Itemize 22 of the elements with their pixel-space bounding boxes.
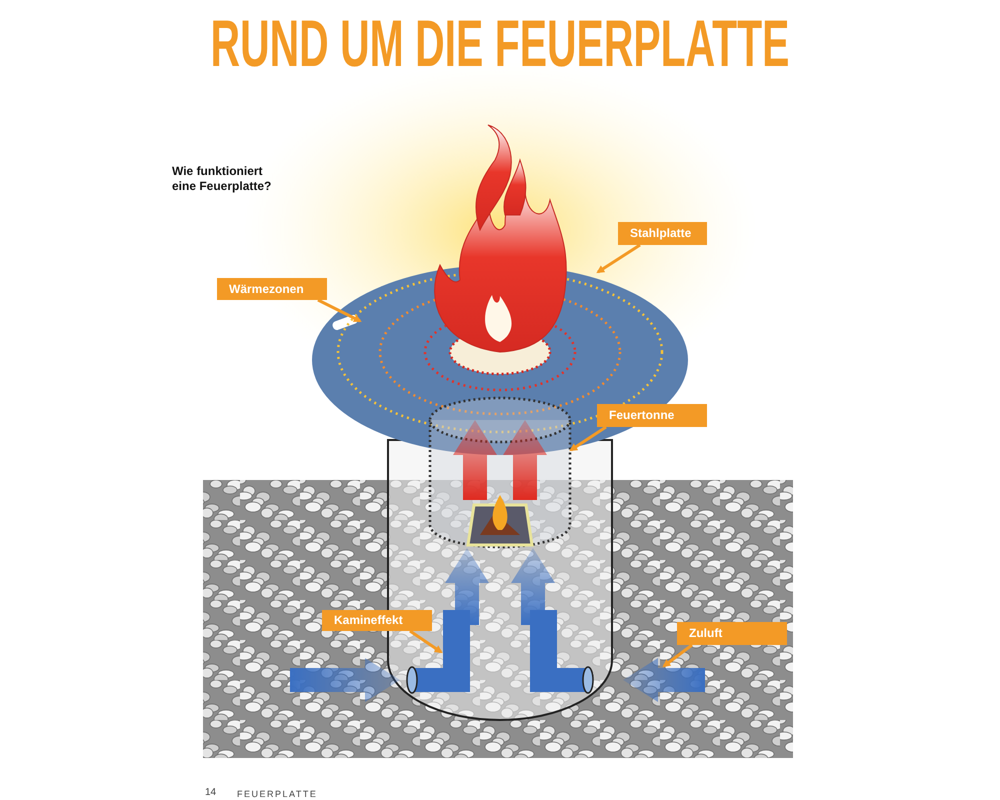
flow-arrow: [445, 548, 489, 625]
leader-arrow: [409, 630, 443, 654]
flow-arrow: [623, 658, 705, 702]
leader-arrow: [569, 426, 607, 452]
flow-arrow: [503, 420, 547, 500]
callout-label: Zuluft: [677, 622, 787, 645]
page-title: RUND UM DIE FEUERPLATTE: [210, 8, 790, 78]
leader-arrow: [596, 244, 641, 274]
running-footer: FEUERPLATTE: [237, 788, 318, 800]
page-number: 14: [205, 787, 216, 799]
air-pipe: [530, 610, 594, 694]
callout-label: Wärmezonen: [217, 278, 327, 300]
question-text: Wie funktioniert eine Feuerplatte?: [172, 164, 272, 194]
flow-arrow: [511, 548, 555, 625]
flow-arrow: [453, 420, 497, 500]
callout-label: Feuertonne: [597, 404, 707, 427]
leader-arrow: [662, 644, 693, 668]
callout-label: Kamineffekt: [322, 610, 432, 631]
flow-arrow: [290, 658, 400, 702]
campfire-icon: [466, 495, 534, 546]
leader-arrow: [317, 298, 362, 322]
callout-label: Stahlplatte: [618, 222, 707, 245]
